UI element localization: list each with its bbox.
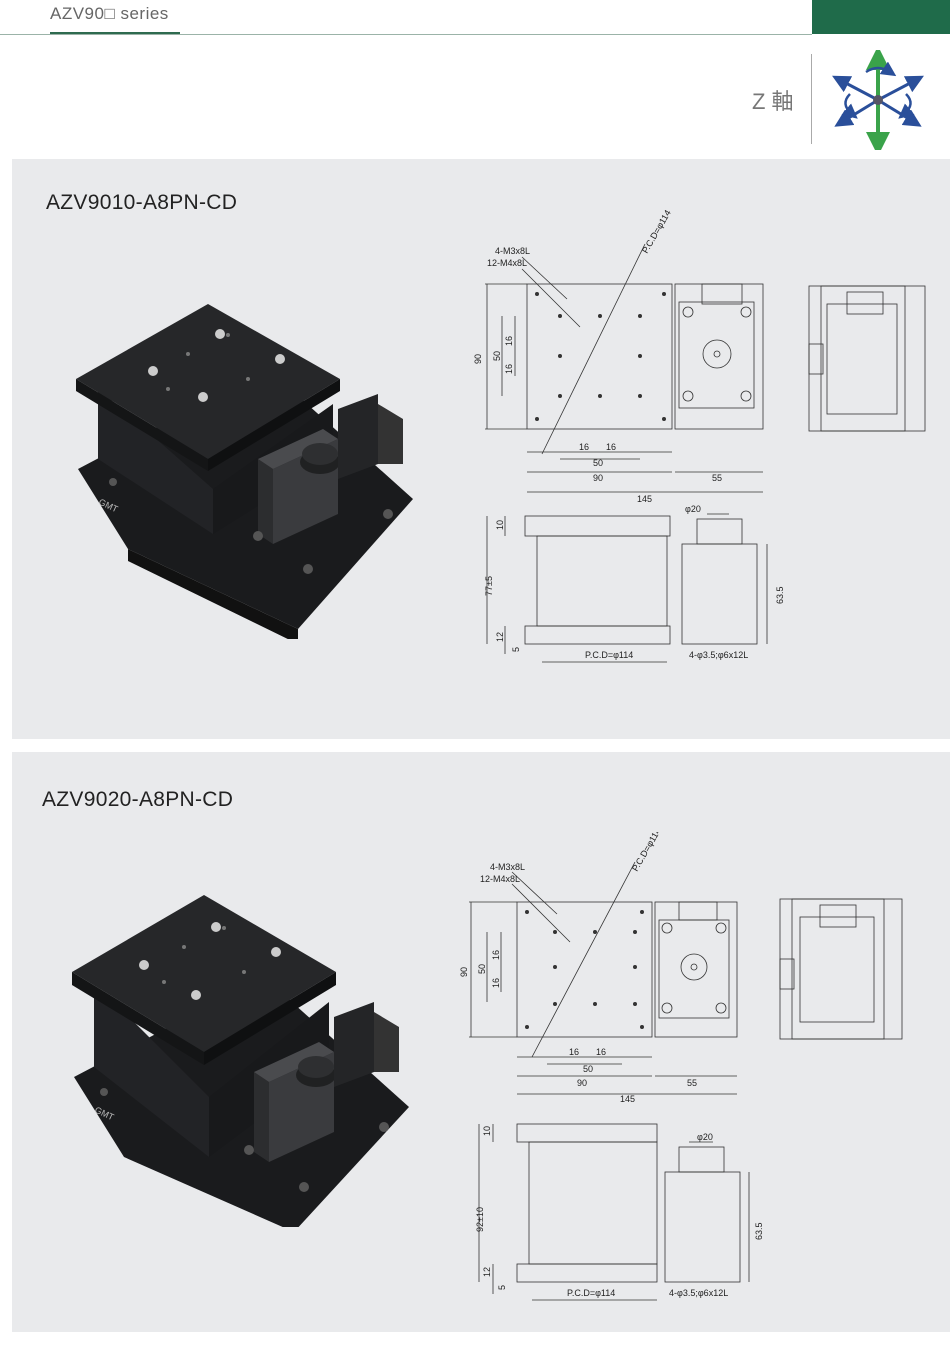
- side-view-drawing: [808, 285, 926, 432]
- svg-text:55: 55: [687, 1078, 697, 1088]
- svg-text:50: 50: [477, 964, 487, 974]
- series-underline: [50, 32, 180, 35]
- svg-text:16: 16: [491, 978, 501, 988]
- svg-text:16: 16: [596, 1047, 606, 1057]
- svg-text:P.C.D=φ114: P.C.D=φ114: [640, 208, 673, 255]
- svg-text:55: 55: [712, 473, 722, 483]
- svg-text:10: 10: [495, 520, 505, 530]
- svg-text:12-M4x8L: 12-M4x8L: [480, 874, 520, 884]
- series-title: AZV90□ series: [50, 4, 169, 23]
- svg-text:50: 50: [583, 1064, 593, 1074]
- page-header: AZV90□ series: [0, 0, 950, 36]
- svg-text:φ20: φ20: [697, 1132, 713, 1142]
- front-view-drawing: φ20 10 77±5 12 5 63.5 P.C.D=φ114 4-φ3.5;…: [484, 504, 785, 663]
- top-view-drawing: 4-M3x8L 12-M4x8L P.C.D=φ114 90 50 16 16 …: [459, 832, 738, 1102]
- svg-text:16: 16: [504, 364, 514, 374]
- svg-text:90: 90: [473, 354, 483, 364]
- svg-text:5: 5: [497, 1285, 507, 1290]
- svg-text:77±5: 77±5: [484, 576, 494, 596]
- svg-text:4-φ3.5;φ6x12L: 4-φ3.5;φ6x12L: [689, 650, 748, 660]
- svg-text:90: 90: [459, 967, 469, 977]
- svg-text:16: 16: [579, 442, 589, 452]
- front-view-drawing: φ20 10 92±10 12 5 63.5 P.C.D=φ114 4-φ3.5…: [475, 1123, 764, 1301]
- svg-text:63.5: 63.5: [775, 586, 785, 604]
- svg-text:16: 16: [606, 442, 616, 452]
- product-model-title: AZV9010-A8PN-CD: [46, 191, 238, 214]
- svg-text:16: 16: [569, 1047, 579, 1057]
- svg-text:145: 145: [620, 1094, 635, 1102]
- product-model-title: AZV9020-A8PN-CD: [42, 788, 234, 811]
- svg-text:12: 12: [482, 1267, 492, 1277]
- svg-text:16: 16: [504, 336, 514, 346]
- svg-text:4-M3x8L: 4-M3x8L: [490, 862, 525, 872]
- side-view-drawing: [779, 898, 903, 1040]
- svg-text:P.C.D=φ114: P.C.D=φ114: [567, 1288, 615, 1298]
- product-panel-2: AZV9020-A8PN-CD GMT: [12, 752, 950, 1332]
- svg-text:50: 50: [492, 351, 502, 361]
- svg-text:90: 90: [593, 473, 603, 483]
- header-divider: [0, 34, 812, 35]
- svg-text:10: 10: [482, 1126, 492, 1136]
- svg-text:12-M4x8L: 12-M4x8L: [487, 258, 527, 268]
- xyz-axes-icon: [832, 50, 924, 150]
- svg-text:P.C.D=φ114: P.C.D=φ114: [585, 650, 633, 660]
- svg-text:90: 90: [577, 1078, 587, 1088]
- svg-text:145: 145: [637, 494, 652, 504]
- svg-text:4-φ3.5;φ6x12L: 4-φ3.5;φ6x12L: [669, 1288, 728, 1298]
- axis-label: Z 軸: [752, 89, 794, 114]
- product-panel-1: AZV9010-A8PN-CD GMT: [12, 159, 950, 739]
- svg-text:P.C.D=φ114: P.C.D=φ114: [630, 832, 663, 873]
- svg-text:4-M3x8L: 4-M3x8L: [495, 246, 530, 256]
- svg-text:92±10: 92±10: [475, 1207, 485, 1232]
- svg-text:63.5: 63.5: [754, 1222, 764, 1240]
- brand-color-block: [812, 0, 950, 34]
- svg-text:12: 12: [495, 632, 505, 642]
- axis-divider: [811, 54, 812, 144]
- top-view-drawing: 4-M3x8L 12-M4x8L P.C.D=φ114 90 50 16 16 …: [473, 208, 764, 504]
- svg-text:16: 16: [491, 950, 501, 960]
- stage-product-render: GMT: [76, 304, 413, 639]
- stage-product-render: GMT: [72, 895, 409, 1227]
- svg-text:φ20: φ20: [685, 504, 701, 514]
- svg-text:50: 50: [593, 458, 603, 468]
- svg-text:5: 5: [511, 647, 521, 652]
